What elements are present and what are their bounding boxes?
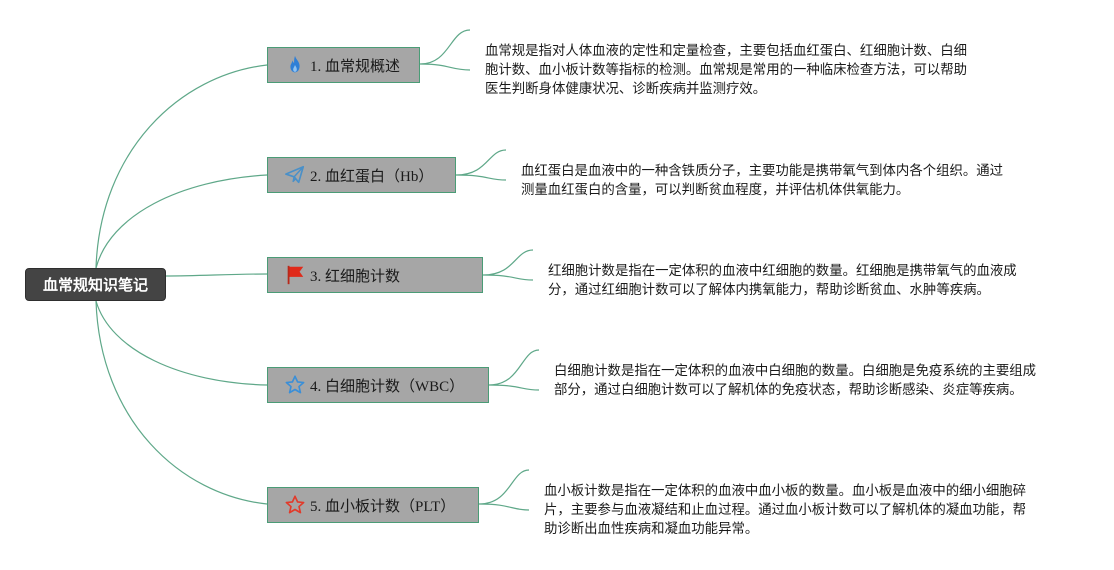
topic-node-1[interactable]: 1. 血常规概述 xyxy=(267,47,420,83)
connector-root-topic-3 xyxy=(165,273,268,277)
topic-2-label: 2. 血红蛋白（Hb） xyxy=(310,168,434,185)
connector-topic-2-desc xyxy=(455,149,507,181)
topic-2-description: 血红蛋白是血液中的一种含铁质分子，主要功能是携带氧气到体内各个组织。通过测量血红… xyxy=(521,164,1004,198)
paper-plane-icon xyxy=(284,164,306,186)
star-red-outline-icon xyxy=(284,494,306,516)
topic-node-2[interactable]: 2. 血红蛋白（Hb） xyxy=(267,157,456,193)
connector-topic-5-desc xyxy=(478,469,530,511)
topic-node-3[interactable]: 3. 红细胞计数 xyxy=(267,257,483,293)
topic-node-4[interactable]: 4. 白细胞计数（WBC） xyxy=(267,367,489,403)
star-outline-icon xyxy=(284,374,306,396)
topic-5-label: 5. 血小板计数（PLT） xyxy=(310,498,456,515)
topic-3-description: 红细胞计数是指在一定体积的血液中红细胞的数量。红细胞是携带氧气的血液成分，通过红… xyxy=(548,264,1017,298)
fire-icon xyxy=(284,54,306,76)
connector-root-topic-2 xyxy=(95,174,268,269)
connector-root-topic-4 xyxy=(95,300,268,386)
topic-5-description: 血小板计数是指在一定体积的血液中血小板的数量。血小板是血液中的细小细胞碎片，主要… xyxy=(544,484,1027,537)
connector-topic-3-desc xyxy=(482,249,534,281)
topic-1-label: 1. 血常规概述 xyxy=(310,58,401,75)
topic-4-description: 白细胞计数是指在一定体积的血液中白细胞的数量。白细胞是免疫系统的主要组成部分，通… xyxy=(554,364,1037,398)
root-node[interactable]: 血常规知识笔记 xyxy=(25,268,166,301)
topic-1-description: 血常规是指对人体血液的定性和定量检查，主要包括血红蛋白、红细胞计数、白细胞计数、… xyxy=(485,44,968,97)
connector-topic-1-desc xyxy=(419,29,471,71)
connector-topic-4-desc xyxy=(488,349,540,391)
topic-4-label: 4. 白细胞计数（WBC） xyxy=(310,378,465,395)
connector-root-topic-5 xyxy=(95,300,268,505)
connector-root-topic-1 xyxy=(95,64,268,269)
topic-3-label: 3. 红细胞计数 xyxy=(310,268,401,285)
topic-node-5[interactable]: 5. 血小板计数（PLT） xyxy=(267,487,479,523)
root-node-label: 血常规知识笔记 xyxy=(42,276,148,294)
flag-icon xyxy=(284,264,306,286)
